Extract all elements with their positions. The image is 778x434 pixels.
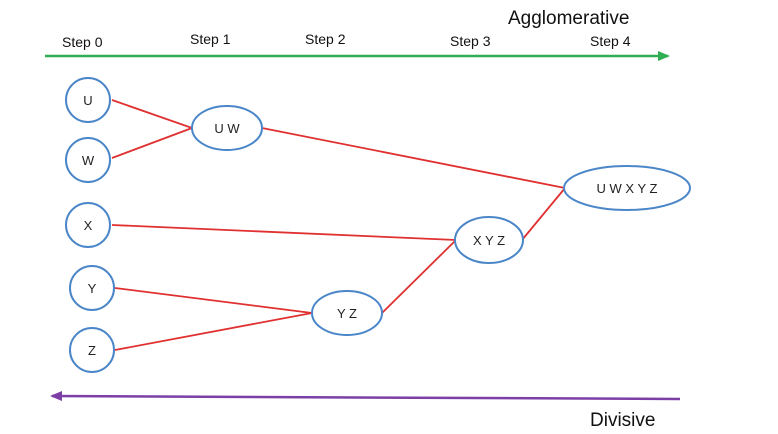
link-uw-uwxyz [261,127,566,189]
node-xyz-label: X Y Z [473,233,505,248]
step-1-label: Step 1 [190,31,231,47]
node-yz-label: Y Z [337,306,357,321]
node-uw-label: U W [214,121,240,136]
cluster-links [111,99,566,351]
node-u: U [65,77,111,123]
node-uw: U W [191,105,263,151]
node-z: Z [69,327,115,373]
link-z-yz [114,312,313,351]
node-w-label: W [82,153,95,168]
node-y-label: Y [88,281,97,296]
node-yz: Y Z [311,290,383,336]
node-uwxyz-label: U W X Y Z [597,181,658,196]
step-0-label: Step 0 [62,34,103,50]
agglomerative-label: Agglomerative [508,8,629,29]
link-u-uw [111,99,193,129]
divisive-arrow [50,391,681,402]
link-y-yz [114,287,313,314]
node-uwxyz: U W X Y Z [563,165,691,211]
step-4-label: Step 4 [590,33,631,49]
step-2-label: Step 2 [305,31,346,47]
step-3-label: Step 3 [450,33,491,49]
node-u-label: U [83,93,92,108]
link-yz-xyz [381,239,457,314]
node-z-label: Z [88,343,96,358]
node-w: W [65,137,111,183]
node-x-label: X [84,218,93,233]
node-x: X [65,202,111,248]
divisive-label: Divisive [590,410,655,431]
link-w-uw [111,127,193,159]
node-y: Y [69,265,115,311]
link-x-xyz [111,224,457,241]
node-xyz: X Y Z [454,216,524,264]
link-xyz-uwxyz [521,187,566,241]
